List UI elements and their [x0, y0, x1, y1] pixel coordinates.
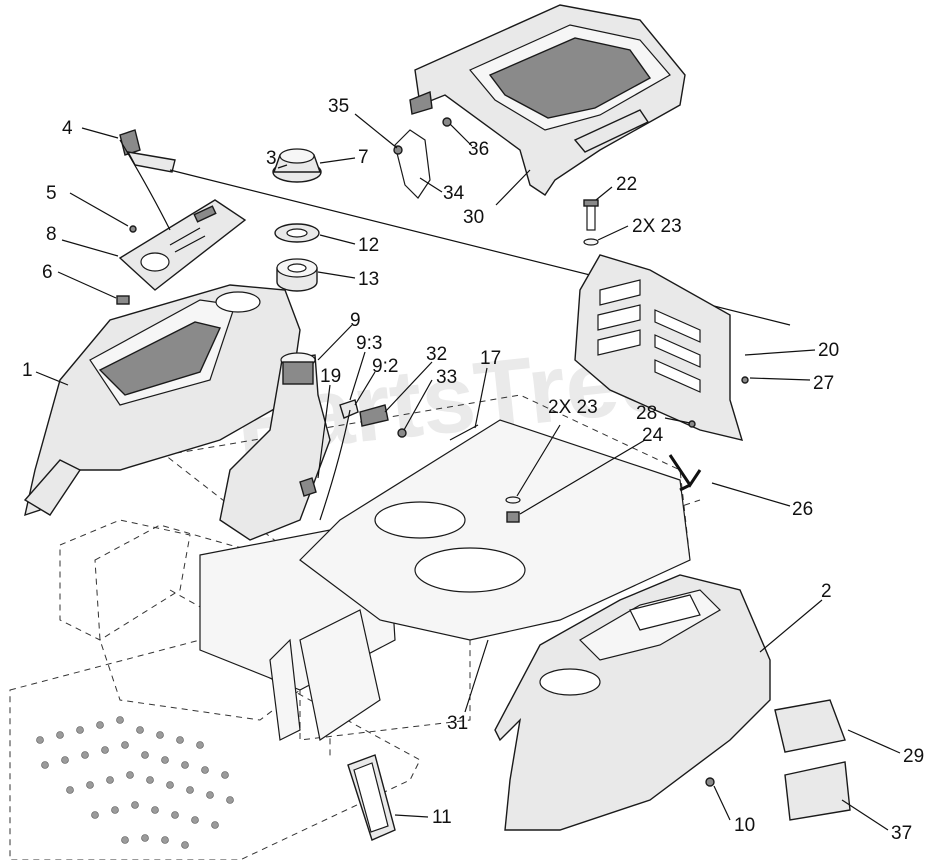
screw-part-27 [741, 376, 749, 384]
dash-console-part-1 [23, 284, 301, 517]
throttle-lever-part-4 [119, 129, 176, 231]
fender-console-part-2 [494, 574, 771, 831]
callout-4: 4 [62, 118, 73, 139]
gasket-part-12 [274, 223, 320, 243]
dash-panel-part-8 [118, 199, 247, 291]
callout-28: 28 [636, 403, 657, 424]
bolt-part-22 [583, 199, 599, 231]
floor-holes [36, 716, 234, 849]
bracket-part-32 [359, 404, 389, 427]
screw-part-10 [705, 777, 715, 787]
callout-17: 17 [480, 348, 501, 369]
nut-part-6 [116, 295, 130, 305]
callout-34: 34 [443, 183, 465, 204]
callout-35: 35 [328, 96, 349, 117]
grommet-part-13 [276, 258, 318, 292]
fuel-tank-part-9 [219, 352, 331, 541]
callout-33: 33 [436, 367, 457, 388]
screw-part-28 [688, 420, 696, 428]
callout-30: 30 [463, 207, 484, 228]
screw-part-33 [397, 428, 407, 438]
callout-26: 26 [792, 499, 813, 520]
chassis-frame [199, 419, 691, 741]
nut-part-36 [442, 117, 452, 127]
callout-32: 32 [426, 344, 447, 365]
callout-20: 20 [818, 340, 839, 361]
callout-7: 7 [358, 147, 369, 168]
callout-9-3: 9:3 [356, 333, 382, 354]
fuel-cap-part-3 [272, 148, 322, 183]
callout-29: 29 [903, 746, 924, 767]
foot-pad-part-11 [347, 754, 396, 841]
callout-6: 6 [42, 262, 53, 283]
rod-part-17 [449, 424, 479, 441]
washer-part-23-lower [505, 496, 521, 504]
rod-part-26 [668, 454, 702, 492]
callout-9-2: 9:2 [372, 356, 398, 377]
callout-12: 12 [358, 235, 379, 256]
callout-37: 37 [891, 823, 912, 844]
washer-part-23-top [583, 238, 599, 246]
callout-36: 36 [468, 139, 489, 160]
callout-11: 11 [432, 807, 452, 828]
rear-shield-part-20 [574, 254, 744, 441]
callout-10: 10 [734, 815, 755, 836]
callout-23-top: 2X 23 [632, 216, 682, 237]
fuel-fitting-part-9-2 [319, 399, 359, 521]
fuel-line-part-19 [299, 477, 317, 497]
callout-13: 13 [358, 269, 379, 290]
latch-part-34 [394, 129, 431, 199]
callout-8: 8 [46, 224, 57, 245]
callout-24: 24 [642, 425, 664, 446]
callout-9: 9 [350, 310, 361, 331]
callout-1: 1 [22, 360, 33, 381]
callout-22: 22 [616, 174, 637, 195]
decal-part-37 [784, 761, 851, 821]
pin-part-35 [393, 145, 403, 155]
screw-part-5 [129, 225, 137, 233]
callout-2: 2 [821, 581, 832, 602]
callout-19: 19 [320, 366, 341, 387]
callout-5: 5 [46, 183, 57, 204]
rear-hood-part-30 [409, 4, 686, 196]
callout-labels: 1 2 3 4 5 6 7 8 9 9:3 9:2 10 11 12 13 17… [22, 96, 924, 844]
decal-part-29 [774, 699, 846, 753]
callout-27: 27 [813, 373, 834, 394]
nut-part-24 [506, 511, 520, 523]
callout-3: 3 [266, 148, 277, 169]
callout-23-lower: 2X 23 [548, 397, 598, 418]
leader-lines [35, 113, 901, 831]
callout-31: 31 [447, 713, 468, 734]
